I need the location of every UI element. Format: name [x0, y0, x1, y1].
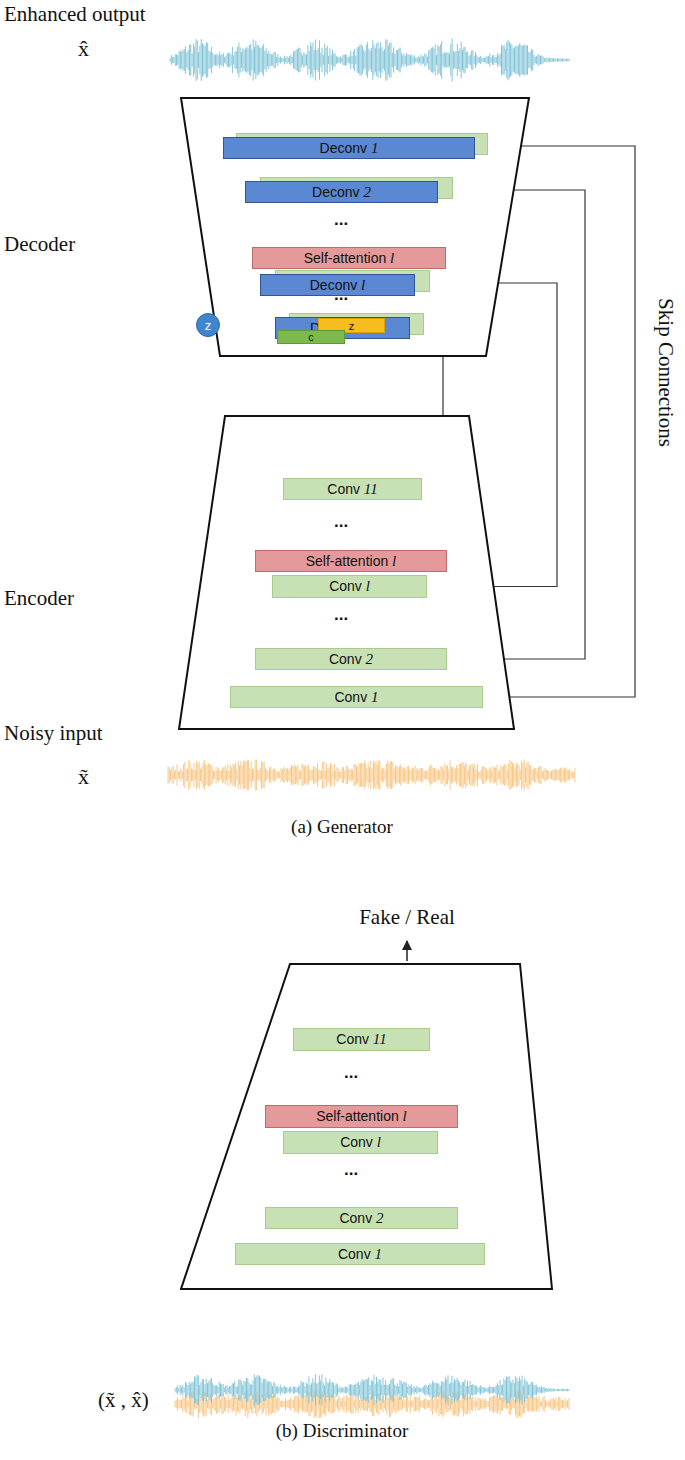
layer-label: Conv l [329, 578, 370, 595]
layer-label: Conv 1 [338, 1246, 382, 1263]
conv-layer-box: Conv 11 [283, 478, 422, 500]
ellipsis-mark: ... [344, 1160, 358, 1180]
layer-index: l [392, 553, 396, 569]
ellipsis-mark: ... [334, 605, 348, 625]
layer-index: 1 [375, 1246, 383, 1262]
layer-label: Self-attention l [316, 1108, 407, 1125]
trapezoid-shape [181, 964, 552, 1289]
text-label: x̂ [78, 36, 89, 62]
conv-layer-box: Conv l [272, 575, 427, 598]
ellipsis-mark: ... [334, 210, 348, 230]
self-attention-box: Self-attention l [255, 550, 447, 572]
layer-index: 1 [371, 689, 379, 705]
waveform [170, 38, 569, 81]
layer-label: Conv 11 [336, 1031, 386, 1048]
layer-index: l [361, 277, 365, 293]
network-trapezoid: EncoderConv 11Self-attention lConv lConv… [178, 415, 515, 730]
waveform [168, 759, 575, 790]
layer-index: 11 [364, 481, 378, 497]
layer-index: l [366, 578, 370, 594]
network-trapezoid: Fake / RealConv 11Self-attention lConv l… [180, 963, 553, 1290]
layer-label: Deconv 2 [312, 184, 371, 201]
conv-layer-box: Conv 2 [255, 648, 447, 670]
layer-label: Self-attention l [306, 553, 397, 570]
waveform [175, 1390, 569, 1418]
trapezoid-shape [179, 416, 514, 729]
conv-layer-box: Conv 1 [235, 1243, 485, 1265]
deconv-layer-box: Deconv 1 [223, 133, 488, 159]
trapezoid-shape [181, 98, 529, 356]
layer-index: 1 [371, 140, 379, 156]
layer-index: 2 [376, 1210, 384, 1226]
section-heading: Fake / Real [359, 905, 455, 930]
waveform [175, 1374, 569, 1406]
layer-index: l [403, 1108, 407, 1124]
context-vector-box: c [277, 330, 345, 344]
layer-label: c [308, 331, 314, 343]
layer-index: 2 [366, 651, 374, 667]
ellipsis-mark: ... [334, 285, 348, 305]
output-arrow [406, 941, 408, 961]
layer-label: Deconv 1 [320, 140, 379, 157]
trapezoid-outline [178, 415, 515, 730]
deconv-layer-box: Deconv 2 [245, 177, 453, 203]
text-label: (a) Generator [291, 816, 393, 838]
text-label: Enhanced output [4, 2, 146, 27]
text-label: Noisy input [4, 721, 103, 746]
layer-index: 2 [363, 184, 371, 200]
text-label: (x̃ , x̂) [98, 1388, 149, 1413]
section-heading: Decoder [4, 232, 75, 257]
layer-label: z [205, 318, 212, 333]
self-attention-box: Self-attention l [252, 247, 446, 269]
layer-label: z [349, 320, 355, 332]
layer-label: Conv 11 [327, 481, 377, 498]
layer-label: Self-attention l [304, 250, 395, 267]
layer-label: Conv 2 [339, 1210, 383, 1227]
conv-layer-box: Conv 11 [293, 1028, 430, 1051]
text-label: x̃ [78, 764, 89, 790]
ellipsis-mark: ... [334, 512, 348, 532]
section-heading: Encoder [4, 586, 74, 611]
layer-index: l [377, 1134, 381, 1150]
layer-label: Conv 2 [329, 651, 373, 668]
self-attention-box: Self-attention l [265, 1105, 458, 1128]
noise-circle: z [196, 313, 220, 337]
text-label: (b) Discriminator [276, 1420, 408, 1442]
conv-layer-box: Conv l [283, 1131, 438, 1154]
deconv-fill: Deconv 1 [223, 137, 475, 159]
layer-label: Conv l [340, 1134, 381, 1151]
layer-index: 11 [373, 1031, 387, 1047]
layer-index: l [390, 250, 394, 266]
conv-layer-box: Conv 2 [265, 1207, 458, 1229]
conv-layer-box: Conv 1 [230, 686, 483, 708]
deconv-fill: Deconv 2 [245, 181, 438, 203]
layer-label: Conv 1 [334, 689, 378, 706]
side-label: Skip Connections [652, 298, 677, 447]
ellipsis-mark: ... [344, 1063, 358, 1083]
